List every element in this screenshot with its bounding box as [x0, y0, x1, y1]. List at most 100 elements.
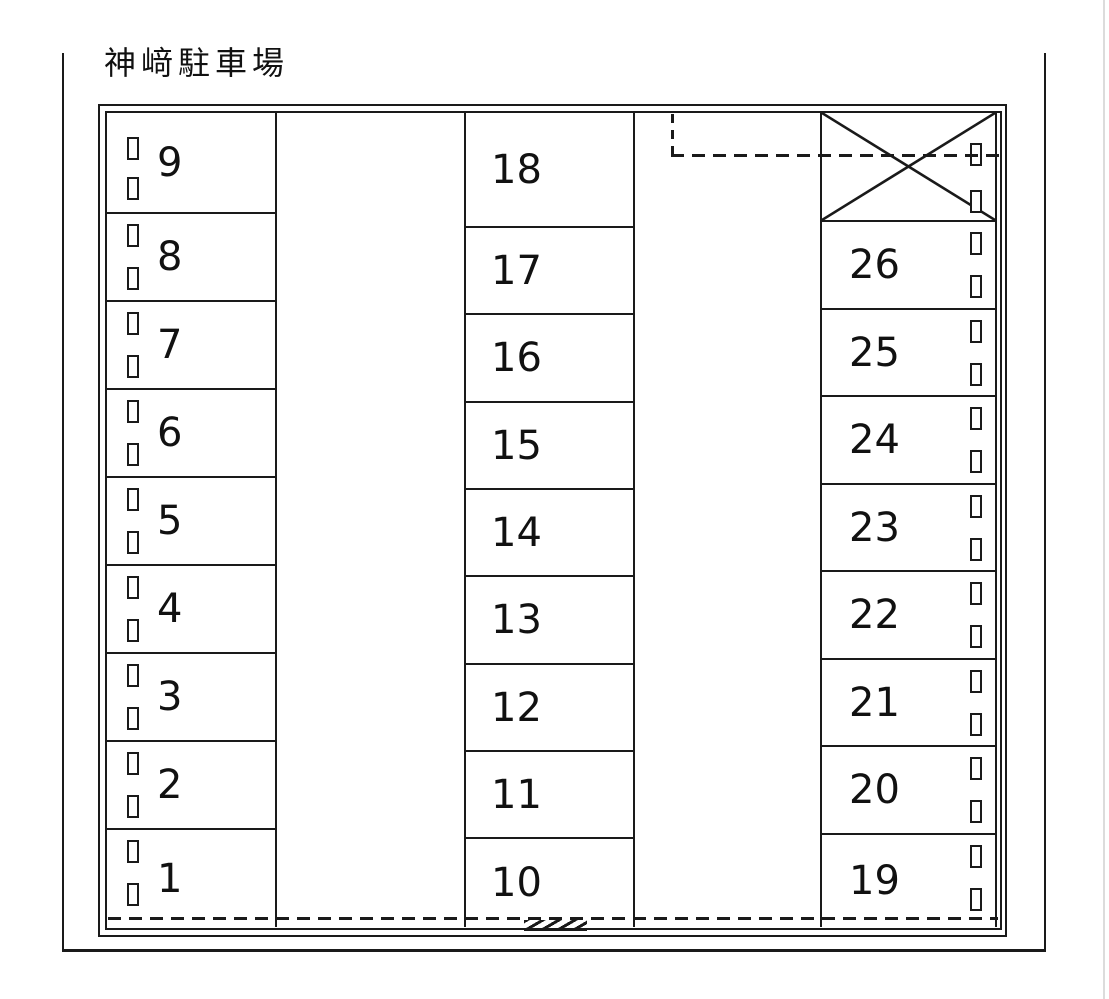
- wheel-stop-marker: [127, 619, 139, 642]
- wheel-stop-marker: [970, 190, 982, 213]
- space-number: 11: [491, 771, 542, 818]
- parking-column-middle: 18 17 16 15 14 13 12 11 10: [464, 113, 635, 927]
- space-number: 20: [849, 767, 900, 813]
- space-number: 13: [491, 597, 542, 643]
- space-number: 17: [491, 247, 542, 294]
- wheel-stop-marker: [127, 400, 139, 423]
- wheel-stop-marker: [970, 800, 982, 823]
- space-number: 15: [491, 422, 542, 469]
- parking-space-14: 14: [466, 490, 633, 577]
- wheel-stop-marker: [127, 752, 139, 775]
- window-edge-line: [1103, 0, 1105, 999]
- space-number: 16: [491, 335, 542, 381]
- parking-space-15: 15: [466, 403, 633, 490]
- wheel-stop-marker: [970, 363, 982, 386]
- wheel-stop-marker: [970, 888, 982, 911]
- boundary-dashed-line-top-horizontal: [671, 154, 1000, 157]
- boundary-dashed-line-top-vertical: [671, 114, 674, 156]
- space-number: 26: [849, 242, 900, 288]
- space-number: 25: [849, 329, 900, 376]
- parking-space-8: 8: [107, 214, 275, 302]
- wheel-stop-marker: [970, 495, 982, 518]
- wheel-stop-marker: [970, 670, 982, 693]
- space-number: 7: [157, 322, 183, 368]
- parking-space-1: 1: [107, 830, 275, 927]
- parking-space-22: 22: [822, 572, 995, 660]
- space-number: 19: [849, 858, 900, 904]
- space-number: 1: [157, 855, 183, 902]
- wheel-stop-marker: [127, 177, 139, 200]
- space-number: 21: [849, 679, 900, 726]
- parking-space-11: 11: [466, 752, 633, 839]
- page-title: 神﨑駐車場: [104, 44, 290, 82]
- wheel-stop-marker: [970, 232, 982, 255]
- parking-space-16: 16: [466, 315, 633, 403]
- parking-space-12: 12: [466, 665, 633, 752]
- space-number: 2: [157, 762, 183, 808]
- hatched-strip-marker: [524, 920, 587, 931]
- wheel-stop-marker: [970, 757, 982, 780]
- wheel-stop-marker: [970, 713, 982, 736]
- space-number: 8: [157, 234, 183, 280]
- space-number: 18: [491, 146, 542, 193]
- space-number: 9: [157, 139, 183, 186]
- wheel-stop-marker: [970, 582, 982, 605]
- wheel-stop-marker: [127, 267, 139, 290]
- parking-column-left: 9 8 7 6 5 4 3 2 1: [107, 113, 277, 927]
- space-number: 22: [849, 592, 900, 638]
- wheel-stop-marker: [127, 488, 139, 511]
- parking-lot-wall-outer: [98, 104, 1007, 937]
- space-number: 10: [491, 860, 542, 906]
- space-number: 4: [157, 586, 183, 632]
- parking-space-3: 3: [107, 654, 275, 742]
- space-number: 14: [491, 509, 542, 556]
- boundary-dashed-line-bottom: [108, 917, 998, 920]
- parking-space-9: 9: [107, 113, 275, 214]
- space-number: 12: [491, 684, 542, 731]
- wheel-stop-marker: [127, 312, 139, 335]
- parking-space-21: 21: [822, 660, 995, 747]
- parking-space-23: 23: [822, 485, 995, 572]
- parking-space-17: 17: [466, 228, 633, 315]
- wheel-stop-marker: [127, 531, 139, 554]
- wheel-stop-marker: [970, 625, 982, 648]
- wheel-stop-marker: [127, 137, 139, 160]
- wheel-stop-marker: [970, 845, 982, 868]
- parking-space-10: 10: [466, 839, 633, 927]
- space-number: 23: [849, 504, 900, 551]
- parking-space-20: 20: [822, 747, 995, 835]
- wheel-stop-marker: [127, 795, 139, 818]
- wheel-stop-marker: [127, 443, 139, 466]
- parking-space-18: 18: [466, 113, 633, 228]
- parking-space-25: 25: [822, 310, 995, 397]
- parking-space-19: 19: [822, 835, 995, 927]
- parking-space-2: 2: [107, 742, 275, 830]
- space-number: 3: [157, 674, 183, 720]
- wheel-stop-marker: [970, 407, 982, 430]
- outer-boundary-frame: [62, 53, 1046, 952]
- parking-space-4: 4: [107, 566, 275, 654]
- blocked-space: [822, 113, 995, 222]
- wheel-stop-marker: [127, 883, 139, 906]
- parking-space-6: 6: [107, 390, 275, 478]
- wheel-stop-marker: [970, 275, 982, 298]
- parking-column-right: 26 25 24 23 22 21 20 19: [820, 113, 997, 927]
- wheel-stop-marker: [127, 707, 139, 730]
- parking-space-24: 24: [822, 397, 995, 485]
- wheel-stop-marker: [127, 664, 139, 687]
- wheel-stop-marker: [970, 320, 982, 343]
- space-number: 5: [157, 498, 183, 544]
- wheel-stop-marker: [970, 450, 982, 473]
- x-cross-mark: [822, 113, 995, 220]
- wheel-stop-marker: [127, 840, 139, 863]
- wheel-stop-marker: [127, 355, 139, 378]
- wheel-stop-marker: [127, 224, 139, 247]
- space-number: 24: [849, 417, 900, 463]
- parking-space-26: 26: [822, 222, 995, 310]
- parking-space-5: 5: [107, 478, 275, 566]
- wheel-stop-marker: [970, 538, 982, 561]
- parking-space-13: 13: [466, 577, 633, 665]
- space-number: 6: [157, 410, 183, 456]
- parking-space-7: 7: [107, 302, 275, 390]
- wheel-stop-marker: [127, 576, 139, 599]
